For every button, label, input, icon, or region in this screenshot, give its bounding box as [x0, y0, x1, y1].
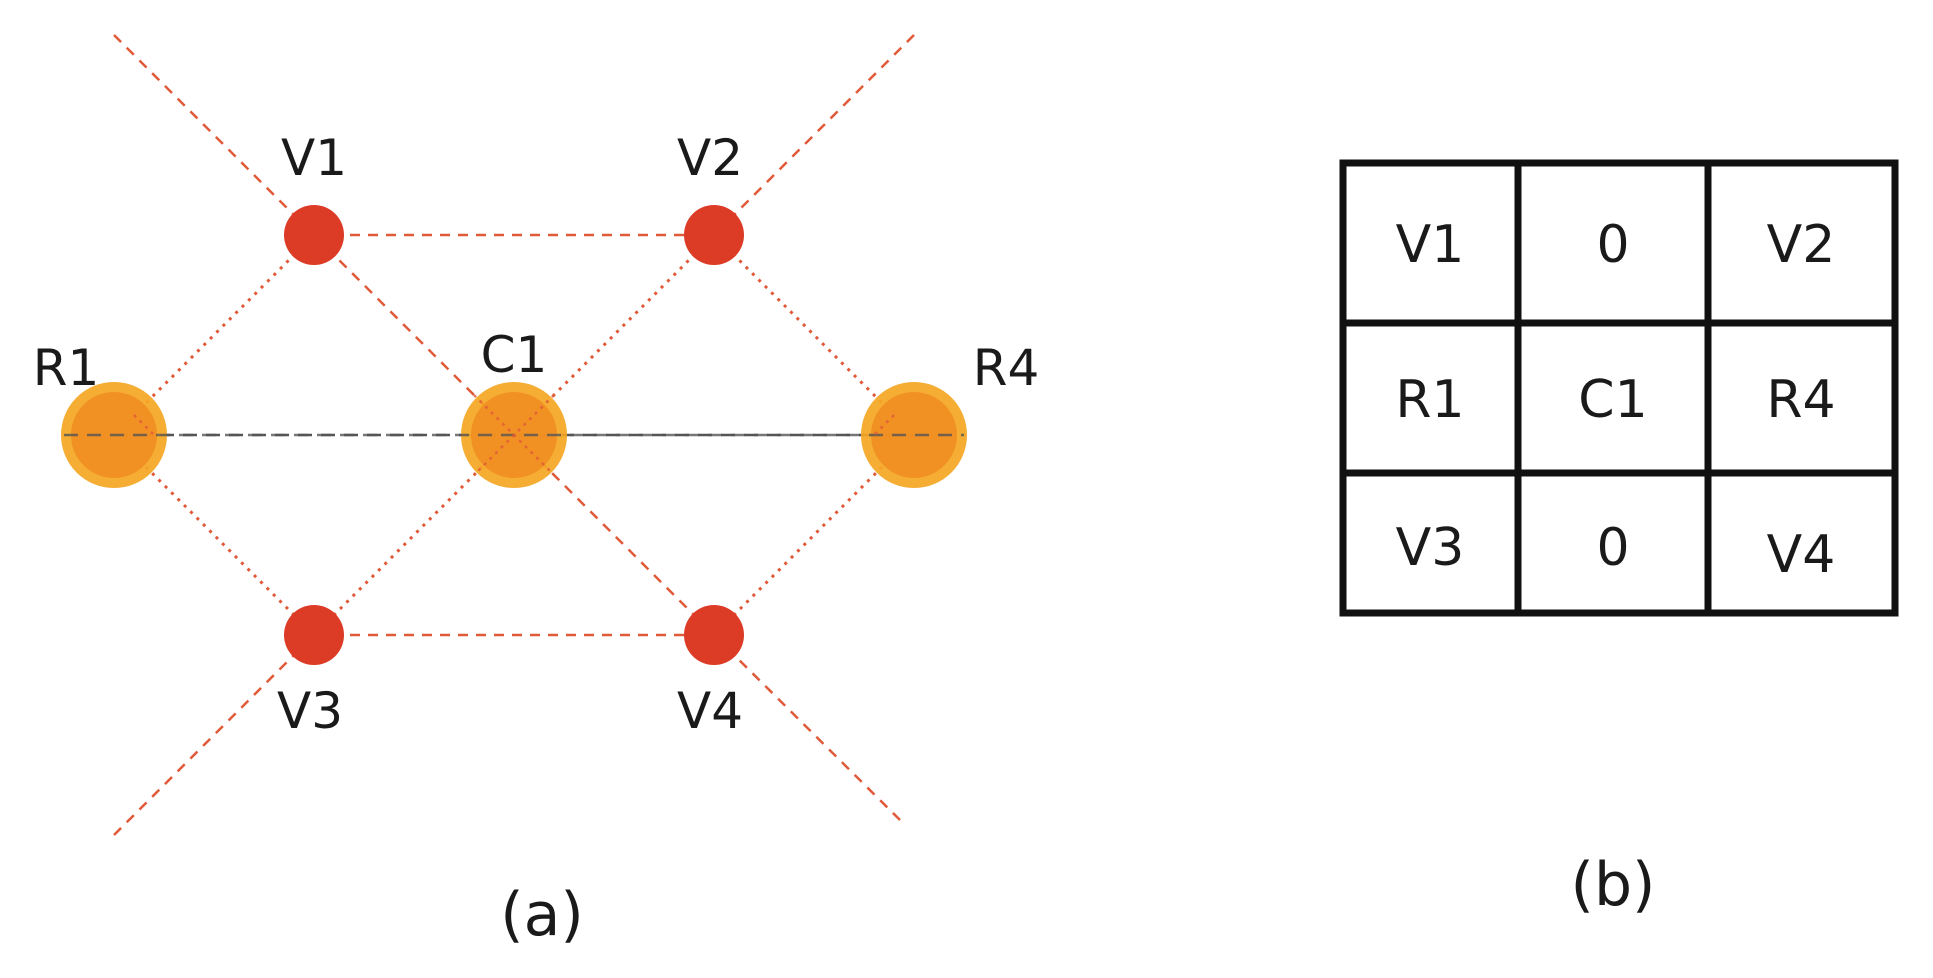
node-v4 — [684, 605, 744, 665]
caption-a: (a) — [500, 880, 584, 950]
node-v2 — [684, 205, 744, 265]
label-r1: R1 — [33, 339, 100, 397]
node-v3 — [284, 605, 344, 665]
panel-a-diagram: V1 V2 V3 V4 R1 C1 R4 (a) — [33, 34, 1040, 950]
extension-line-v1 — [113, 34, 315, 236]
label-v4: V4 — [677, 682, 743, 740]
grid-cells: V1 0 V2 R1 C1 R4 V3 0 V4 — [1395, 215, 1835, 585]
label-c1: C1 — [481, 326, 548, 384]
label-v3: V3 — [277, 682, 343, 740]
overlay-c1-diag-b — [473, 394, 555, 476]
extension-line-v4 — [713, 634, 901, 821]
cell-r2-c1: 0 — [1596, 518, 1629, 578]
edge-c1-v4 — [513, 434, 715, 636]
cell-r2-c2: V4 — [1767, 525, 1836, 585]
extension-line-v2 — [713, 34, 915, 236]
cell-r0-c1: 0 — [1596, 215, 1629, 275]
extension-line-v3 — [113, 634, 315, 836]
cell-r0-c2: V2 — [1767, 215, 1836, 275]
node-v1 — [284, 205, 344, 265]
panel-b-table: V1 0 V2 R1 C1 R4 V3 0 V4 (b) — [1339, 159, 1899, 920]
nodes-layer — [61, 205, 967, 665]
cell-r1-c2: R4 — [1766, 370, 1835, 430]
label-v2: V2 — [677, 129, 743, 187]
caption-b: (b) — [1571, 850, 1656, 920]
label-r4: R4 — [973, 339, 1040, 397]
cell-r2-c0: V3 — [1396, 518, 1465, 578]
cell-r0-c0: V1 — [1396, 215, 1465, 275]
overlay-lines — [64, 394, 964, 476]
label-v1: V1 — [281, 129, 347, 187]
node-r4 — [861, 382, 967, 488]
grid-frame — [1339, 159, 1899, 617]
labels-layer: V1 V2 V3 V4 R1 C1 R4 — [33, 129, 1040, 740]
cell-r1-c0: R1 — [1395, 370, 1464, 430]
cell-r1-c1: C1 — [1578, 370, 1647, 430]
